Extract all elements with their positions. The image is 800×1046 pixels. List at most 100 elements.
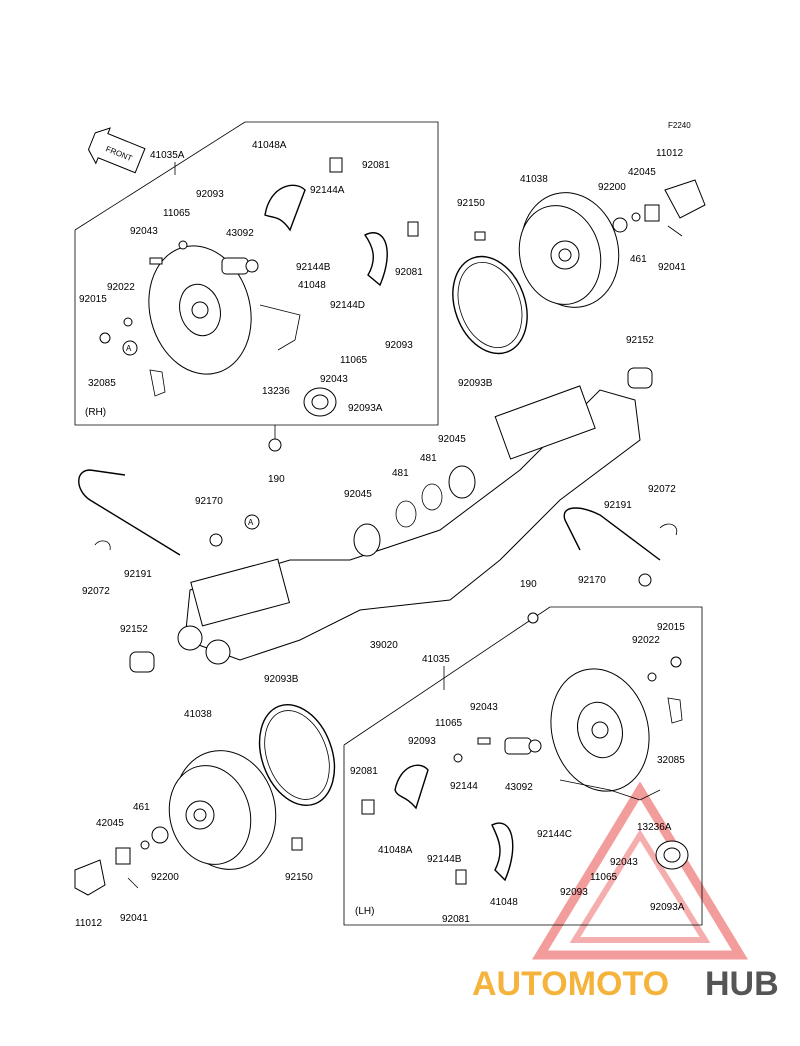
part-label: 92043	[610, 857, 638, 868]
rh-cotter-pin	[667, 225, 683, 237]
lh-group-label: 41035	[422, 654, 450, 665]
part-label: 92093	[196, 189, 224, 200]
rh-bolt-190	[268, 438, 282, 452]
lh-cap-11012	[74, 859, 106, 896]
lh-seal	[655, 840, 689, 870]
part-label: 92150	[285, 872, 313, 883]
part-label: 92022	[107, 282, 135, 293]
lh-washer-92200	[151, 826, 169, 844]
breather-hose-lh	[563, 507, 661, 561]
part-label: 92093A	[650, 902, 685, 913]
part-label: 92200	[151, 872, 179, 883]
part-label: 92093B	[264, 674, 299, 685]
rh-brake-drum	[518, 192, 620, 308]
part-label: 92081	[442, 914, 470, 925]
rh-seal	[303, 387, 337, 417]
rh-pin	[149, 257, 163, 265]
lh-washer	[647, 672, 657, 682]
lh-nut-42045	[115, 847, 131, 865]
axle-housing	[177, 385, 641, 665]
bushing-lh	[353, 523, 381, 557]
watermark-text: AUTOMOTO HUB	[472, 965, 779, 1003]
callout-a-axle: A	[244, 514, 260, 530]
rh-clip	[149, 369, 166, 397]
part-label: 92191	[124, 569, 152, 580]
part-labels: 41048A 92081 92093 11065 92144A 92043 43…	[75, 140, 686, 929]
part-label: 92093	[408, 736, 436, 747]
part-label: 92041	[120, 913, 148, 924]
part-label: 92015	[79, 294, 107, 305]
part-label: 461	[630, 254, 647, 265]
rh-washer	[123, 317, 133, 327]
part-label: 32085	[657, 755, 685, 766]
part-label: 92015	[657, 622, 685, 633]
part-label: 92144D	[330, 300, 365, 311]
part-label: 41038	[184, 709, 212, 720]
lh-washer-2	[453, 753, 463, 763]
hose-clamp-lh	[638, 573, 652, 587]
part-label: 92191	[604, 500, 632, 511]
part-label: 11012	[75, 918, 103, 929]
lh-washer-461	[140, 840, 150, 850]
lh-wheel-cylinder	[504, 737, 542, 755]
part-label: 92152	[120, 624, 148, 635]
rh-nut	[99, 332, 111, 344]
part-label: 11065	[340, 355, 368, 366]
rh-group-box	[74, 121, 439, 426]
lh-cotter-pin	[127, 877, 139, 889]
part-label: 92043	[130, 226, 158, 237]
figure-code: F2240	[668, 121, 691, 130]
part-label: 92081	[395, 267, 423, 278]
part-label: 41048A	[378, 845, 413, 856]
part-label: 92072	[648, 484, 676, 495]
part-label: 92043	[470, 702, 498, 713]
part-label: 11012	[656, 148, 684, 159]
lh-pin	[477, 737, 491, 745]
rh-adjuster-top	[329, 157, 343, 173]
rh-lever	[259, 304, 301, 351]
collar-92152-top	[627, 367, 653, 389]
rh-washer-92200	[612, 217, 628, 233]
rh-backing-plate	[148, 245, 252, 375]
part-label: 92144B	[427, 854, 462, 865]
part-label: 92041	[658, 262, 686, 273]
lh-bolt-190	[527, 612, 539, 624]
lh-shoe-lower	[491, 822, 514, 882]
rh-shoe-upper	[264, 184, 306, 232]
part-label: 92045	[438, 434, 466, 445]
rh-drum-bolt	[474, 231, 486, 241]
part-label: 190	[520, 579, 537, 590]
part-label: 92152	[626, 335, 654, 346]
ring-481-a	[421, 483, 443, 511]
rh-cap-11012	[664, 179, 706, 219]
part-label: 41038	[520, 174, 548, 185]
part-label: 92081	[350, 766, 378, 777]
part-label: 92072	[82, 586, 110, 597]
clip-92072-left	[94, 540, 111, 551]
lh-group-box	[343, 606, 703, 926]
part-label: 42045	[628, 167, 656, 178]
part-label: 92144A	[310, 185, 345, 196]
svg-text:A: A	[126, 344, 132, 353]
lh-nut	[670, 656, 682, 668]
part-label: 11065	[163, 208, 191, 219]
svg-text:HUB: HUB	[705, 965, 779, 1003]
breather-hose-rh	[78, 469, 181, 556]
part-label: 41048	[298, 280, 326, 291]
lh-drum-seal	[258, 703, 336, 807]
lh-brake-drum	[168, 750, 277, 870]
part-label: 190	[268, 474, 285, 485]
part-label: 92022	[632, 635, 660, 646]
part-label: 92045	[344, 489, 372, 500]
lh-backing-plate	[550, 668, 650, 792]
part-label: 92144B	[296, 262, 331, 273]
part-label: 92093	[560, 887, 588, 898]
rh-nut-42045	[644, 204, 660, 222]
part-label: 39020	[370, 640, 398, 651]
part-label: 41048A	[252, 140, 287, 151]
lh-shoe-upper	[394, 764, 429, 810]
rh-washer-2	[178, 240, 188, 250]
lh-drum-bolt	[291, 837, 303, 851]
part-label: 32085	[88, 378, 116, 389]
